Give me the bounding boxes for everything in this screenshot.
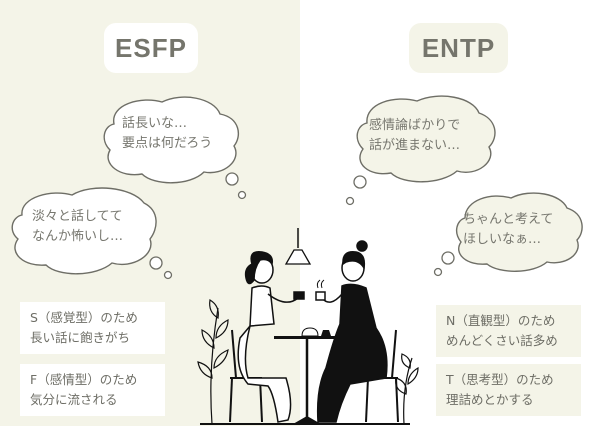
thought-line: 淡々と話してて [32, 209, 123, 224]
esfp-title: ESFP [104, 23, 198, 73]
table-icon [274, 327, 340, 424]
plant-left-icon [197, 299, 229, 425]
woman-ponytail-icon [237, 251, 305, 423]
thought-line: 要点は何だろう [122, 136, 213, 151]
esfp-thought-bubble-1: 話長いな… 要点は何だろう [102, 94, 247, 204]
cafe-illustration [197, 228, 419, 425]
thought-line: 話が進まない… [369, 138, 461, 153]
woman-bun-icon [315, 240, 388, 423]
esfp-thought-bubble-2: 淡々と話してて なんか怖いし… [11, 183, 173, 283]
thought-cloud-icon [103, 96, 247, 200]
entp-note-intuition: N（直観型）のため めんどくさい話多め [436, 305, 581, 357]
note-line: F（感情型）のため [30, 372, 138, 387]
plant-right-icon [395, 353, 419, 425]
entp-title: ENTP [409, 23, 508, 73]
thought-line: ちゃんと考えて [463, 212, 554, 227]
entp-thought-bubble-2: ちゃんと考えて ほしいなぁ… [433, 190, 585, 280]
note-line: T（思考型）のため [446, 372, 554, 387]
thought-line: 感情論ばかりで [369, 118, 461, 133]
note-line: S（感覚型）のため [30, 310, 138, 325]
thought-line: 話長いな… [122, 116, 188, 131]
note-line: 理詰めとかする [446, 392, 534, 407]
thought-line: ほしいなぁ… [463, 232, 542, 247]
note-line: 長い話に飽きがち [30, 330, 131, 345]
esfp-note-sensing: S（感覚型）のため 長い話に飽きがち [20, 302, 165, 354]
thought-line: なんか怖いし… [32, 229, 124, 244]
esfp-note-feeling: F（感情型）のため 気分に流される [20, 364, 165, 416]
entp-thought-bubble-1: 感情論ばかりで 話が進まない… [345, 93, 500, 206]
note-line: N（直観型）のため [446, 313, 556, 328]
thought-cloud-icon [11, 187, 173, 280]
entp-note-thinking: T（思考型）のため 理詰めとかする [436, 364, 581, 416]
note-line: めんどくさい話多め [446, 333, 558, 348]
thought-cloud-icon [345, 95, 496, 206]
note-line: 気分に流される [30, 392, 118, 407]
pendant-lamp-icon [284, 228, 312, 265]
thought-cloud-icon [433, 192, 583, 277]
